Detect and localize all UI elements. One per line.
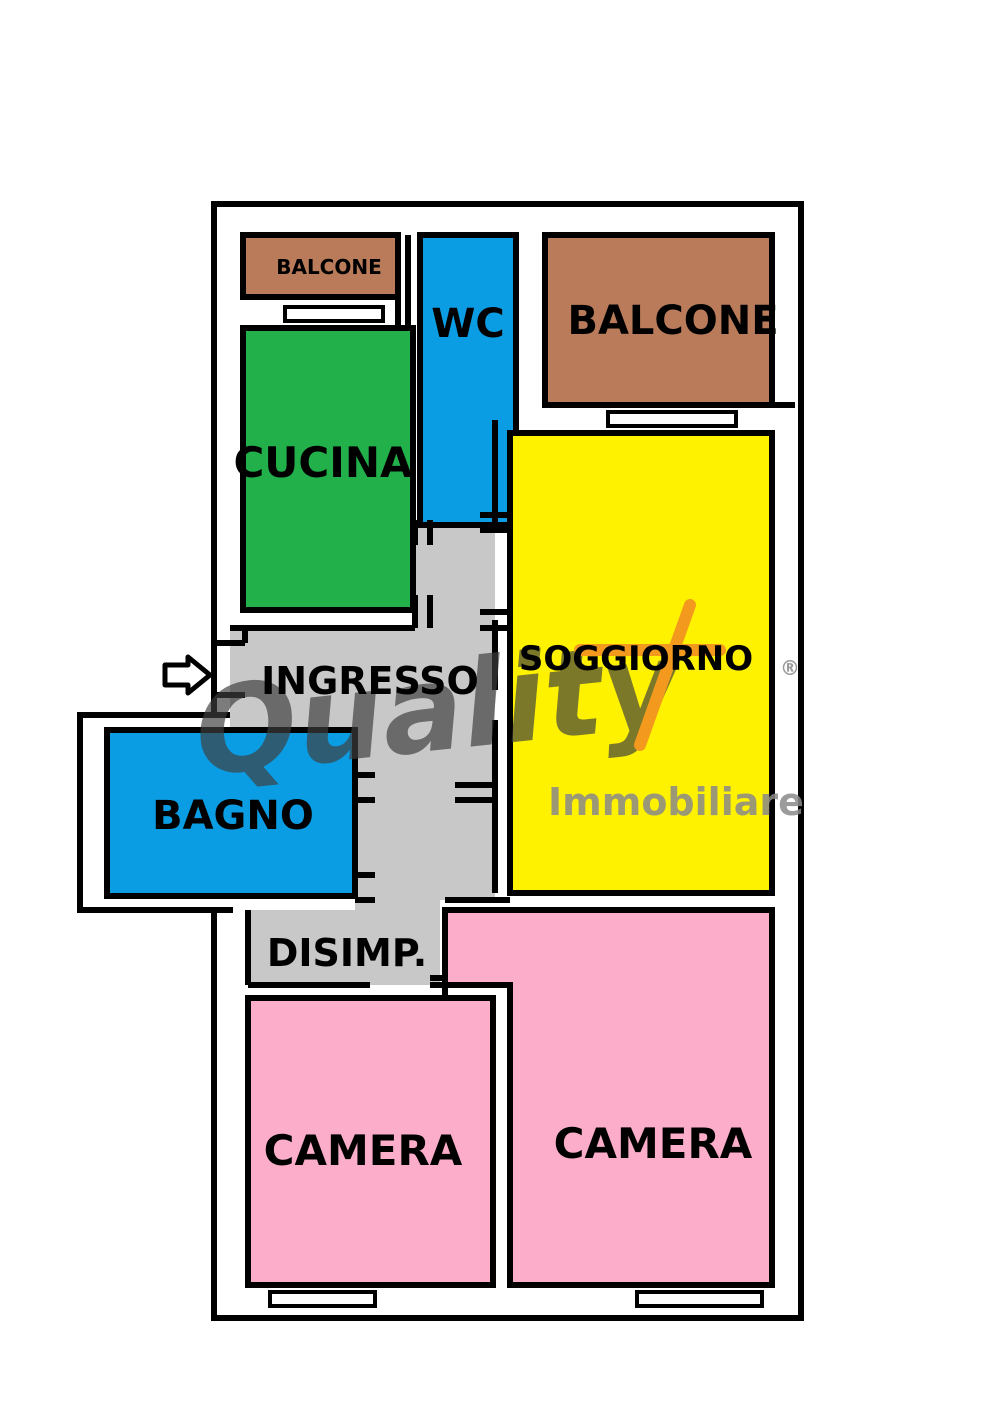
room-soggiorno [507, 430, 775, 896]
label-wc: WC [431, 301, 504, 347]
windows [268, 305, 764, 1308]
watermark-subtitle: Immobiliare [548, 780, 804, 824]
room-bagno [104, 727, 358, 899]
label-disimpegno: DISIMP. [267, 931, 427, 975]
interior-walls [214, 235, 795, 998]
label-camera-right: CAMERA [554, 1119, 753, 1168]
label-camera-left: CAMERA [264, 1126, 463, 1175]
room-cucina [240, 325, 416, 613]
watermark-cross-mark [574, 599, 726, 751]
room-wc [417, 232, 519, 528]
label-ingresso: INGRESSO [261, 659, 479, 703]
label-balcone-large: BALCONE [567, 298, 778, 344]
circulation-area [230, 525, 495, 985]
watermark-registered-mark: ® [780, 656, 800, 680]
arrow-right-icon [162, 654, 213, 696]
room-camera-left [245, 995, 496, 1288]
label-balcone-small: BALCONE [276, 255, 382, 279]
label-cucina: CUCINA [233, 438, 413, 487]
label-bagno: BAGNO [152, 793, 314, 839]
label-soggiorno: SOGGIORNO [519, 639, 753, 679]
